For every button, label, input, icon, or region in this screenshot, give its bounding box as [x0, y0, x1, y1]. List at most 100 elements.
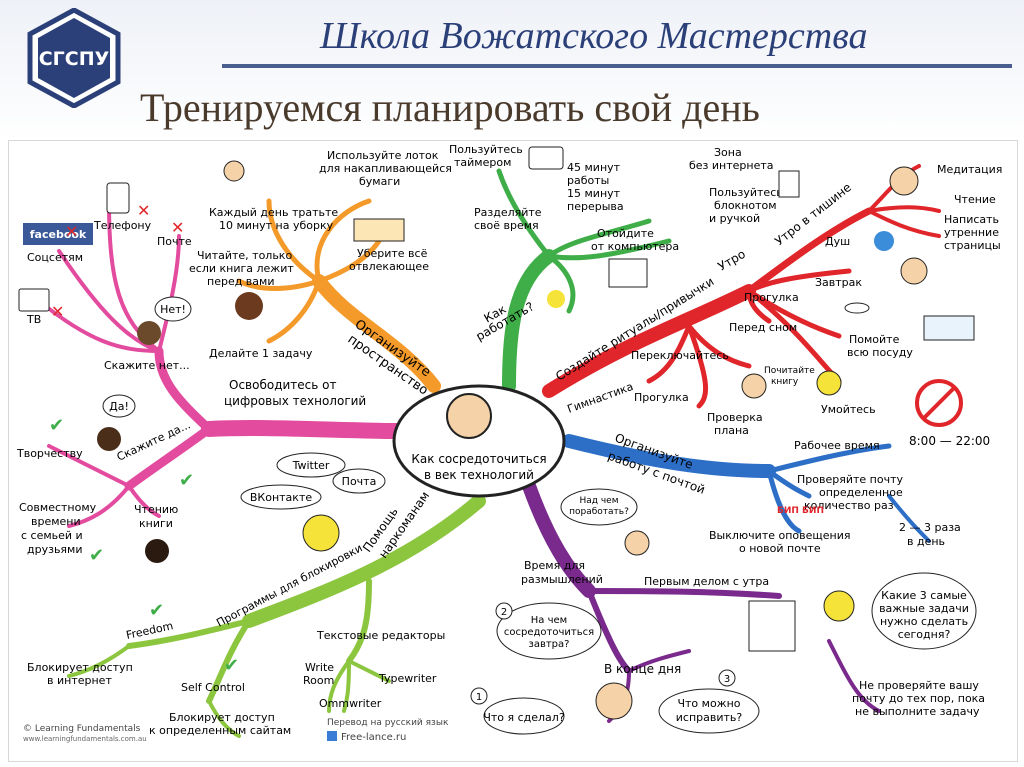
creativity-label: Творчеству: [16, 447, 83, 460]
dont-check-1: Не проверяйте вашу: [859, 679, 979, 692]
yes-bubble-text: Да!: [109, 400, 129, 413]
person-icon: [235, 292, 263, 320]
cross-icon: ✕: [51, 302, 64, 321]
q-work-1: Над чем: [579, 496, 618, 506]
branch-digital: [201, 420, 409, 439]
block-sites-1: Блокирует доступ: [169, 711, 275, 724]
self-control-label: Self Control: [181, 681, 245, 694]
pages-label-2: утренние: [944, 226, 999, 239]
q2-3: завтра?: [529, 639, 570, 650]
pages-label-3: страницы: [944, 239, 1001, 252]
center-node: Как сосредоточиться в век технологий: [392, 384, 566, 498]
mind-map-canvas: Как сосредоточиться в век технологий Осв…: [16, 143, 1002, 743]
papers-icon: [608, 258, 648, 288]
yes-bubble: [102, 394, 136, 418]
question-bubble: [483, 697, 565, 735]
facebook-label: facebook: [30, 228, 87, 241]
facebook-icon: [23, 223, 93, 245]
dont-check-2: почту до тех пор, пока: [852, 692, 985, 705]
person-icon: [595, 682, 633, 720]
branch-mail: [562, 434, 776, 478]
think-title-1: Время для: [524, 559, 585, 572]
mail-labels: Организуйте работу с почтой Рабочее врем…: [606, 379, 990, 555]
phone-icon: [106, 182, 130, 214]
switch-label: Переключайтесь: [631, 349, 729, 362]
vk-label: ВКонтакте: [250, 491, 312, 504]
slide-title: Школа Вожатского Мастерства: [320, 15, 868, 57]
q2-1: На чем: [531, 615, 567, 626]
branch-addicts: [242, 494, 486, 628]
tv-label: ТВ: [26, 313, 41, 326]
twitter-label: Twitter: [292, 459, 330, 472]
q-morning-1: Какие 3 самые: [881, 589, 967, 602]
times-label-2: в день: [907, 535, 945, 548]
university-logo: СГСПУ: [27, 8, 121, 108]
slide-subtitle: Тренируемся планировать свой день: [140, 85, 760, 130]
check-label-1: Проверяйте почту: [797, 473, 903, 486]
timer-icon: [528, 146, 564, 170]
center-line-1: Как сосредоточиться: [411, 452, 546, 466]
mind-map: Как сосредоточиться в век технологий Осв…: [8, 140, 1018, 762]
check-label-3: количество раз: [804, 499, 894, 512]
number-3: 3: [724, 674, 730, 685]
branch-think: [522, 479, 596, 598]
pages-label-1: Написать: [944, 213, 999, 226]
twitter-bubble: [276, 452, 346, 478]
read-book-1: Почитайте: [764, 366, 815, 376]
work-break-3: 15 минут: [567, 187, 621, 200]
tidy-label-1: Каждый день тратьте: [209, 206, 338, 219]
trays-label-1: Используйте лоток: [327, 149, 439, 162]
read-label-1: Читайте, только: [197, 249, 292, 262]
zone-label-1: Зона: [714, 146, 742, 159]
notebook-label-1: Пользуйтесь: [709, 186, 783, 199]
number-badge: [470, 687, 488, 705]
check-icon: ✔: [149, 600, 164, 621]
translator-label: Free-lance.ru: [341, 732, 406, 743]
question-bubble: [871, 572, 977, 650]
think-title-2: размышлений: [521, 573, 603, 586]
digital-title-1: Освободитесь от: [229, 378, 336, 392]
dishes-label-1: Помойте: [849, 333, 900, 346]
family-label-1: Совместному: [19, 501, 97, 514]
q-morning-3: нужно сделать: [880, 615, 968, 628]
check-icon: ✔: [89, 545, 104, 566]
say-no-label: Скажите нет...: [104, 359, 190, 372]
notifications-2: о новой почте: [739, 542, 821, 555]
person-icon: [624, 530, 650, 556]
hours-label: 8:00 — 22:00: [909, 434, 990, 448]
breakfast-label: Завтрак: [815, 276, 862, 289]
email-label: Почте: [157, 235, 192, 248]
write-room-1: Write: [305, 661, 334, 674]
read-book-2: книгу: [771, 377, 799, 387]
freelance-icon: [327, 731, 337, 741]
q-morning-4: сегодня?: [898, 628, 951, 641]
number-1: 1: [476, 692, 482, 703]
check-icon: ✔: [49, 415, 64, 436]
step-away-1: Отойдите: [597, 227, 654, 240]
slide-header: [0, 0, 1024, 140]
q3-1: Что можно: [677, 697, 740, 710]
branch-work: [502, 249, 556, 393]
think-labels: Время для размышлений Над чем поработать…: [470, 488, 985, 735]
no-bubble: [154, 296, 192, 322]
person-icon: [900, 257, 928, 285]
notebook-label-2: блокнотом: [714, 199, 777, 212]
work-time-label: Рабочее время: [794, 439, 880, 452]
read-label-3: перед вами: [207, 275, 274, 288]
family-label-2: времени: [31, 515, 81, 528]
notebook-label-3: и ручкой: [709, 212, 760, 225]
step-away-2: от компьютера: [591, 240, 679, 253]
wash-label: Умойтесь: [821, 403, 876, 416]
mail-bubble-label: Почта: [342, 475, 377, 488]
zone-label-2: без интернета: [689, 159, 774, 172]
notebook-icon: [778, 170, 800, 198]
smile-icon: [547, 290, 565, 308]
family-label-4: друзьями: [27, 543, 83, 556]
gym-label: Гимнастика: [566, 380, 635, 416]
read-label-2: если книга лежит: [189, 262, 294, 275]
q2-2: сосредоточиться: [504, 627, 594, 638]
work-break-1: 45 минут: [567, 161, 621, 174]
cross-icon: ✕: [171, 218, 184, 237]
branch-rituals: [542, 284, 756, 398]
walk2-label: Прогулка: [634, 391, 689, 404]
